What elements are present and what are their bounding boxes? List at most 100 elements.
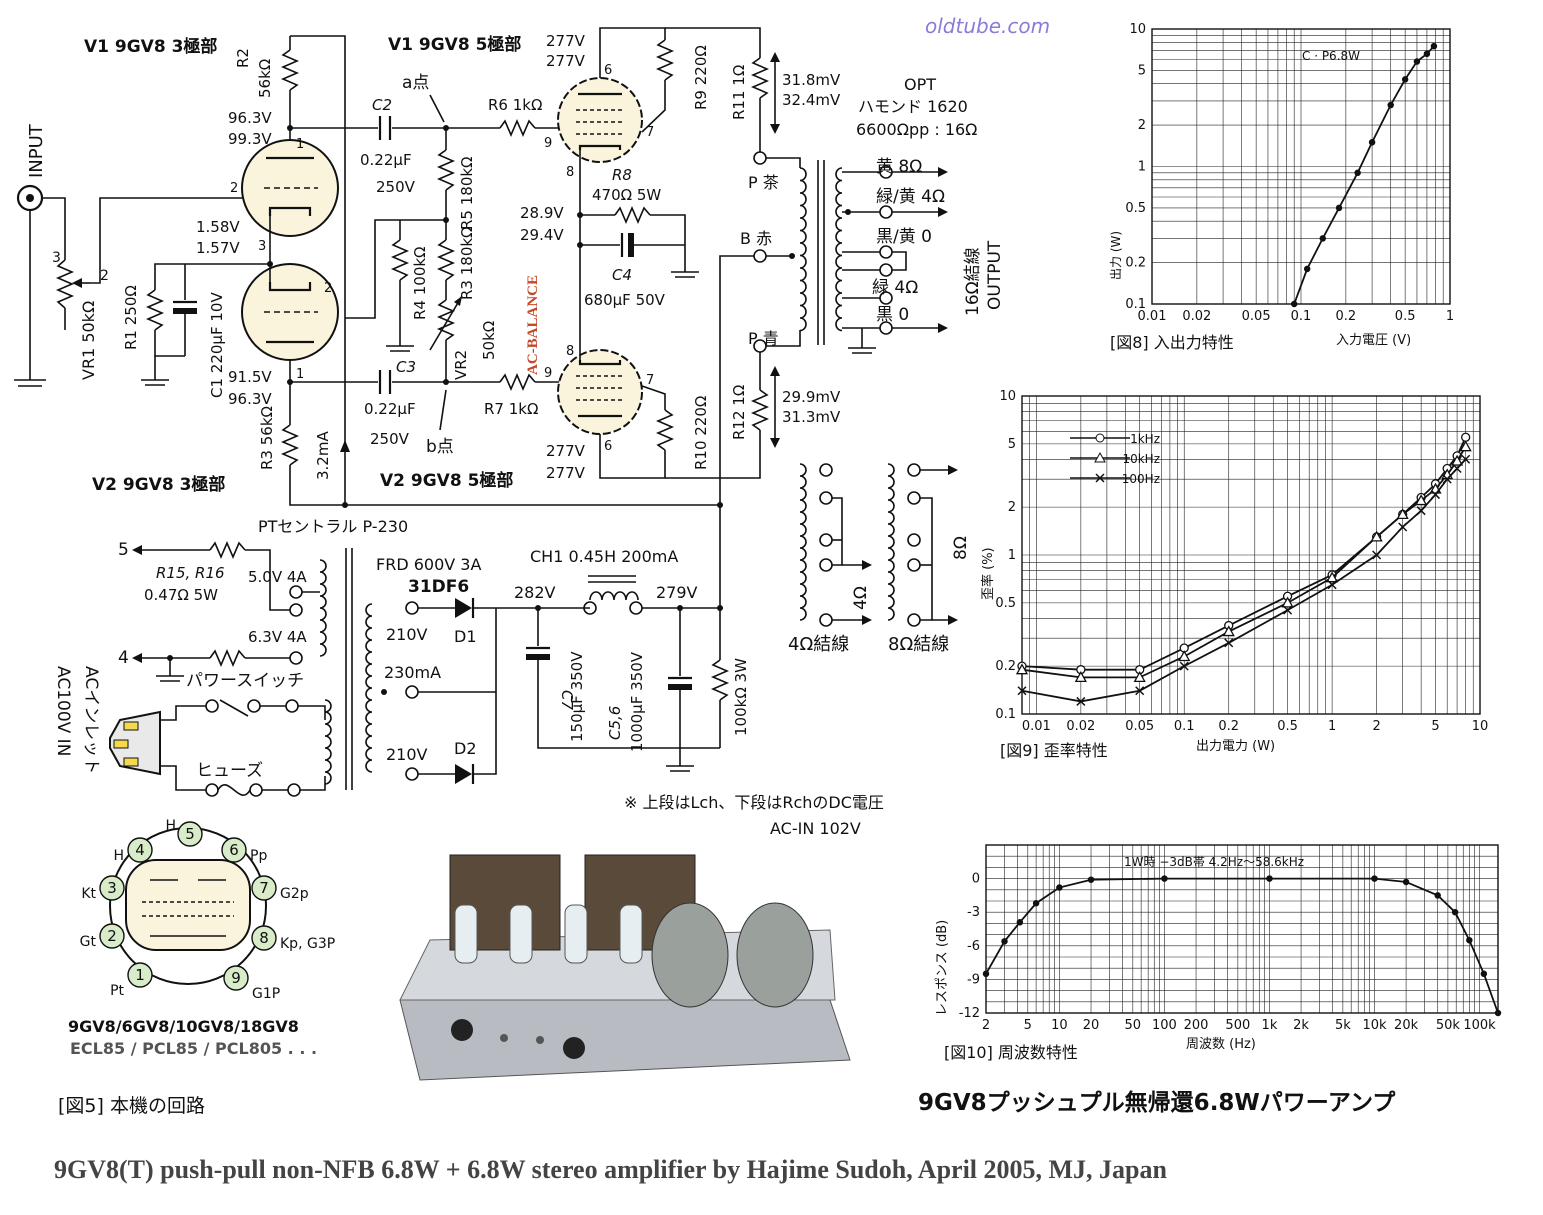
point-2-6 <box>1327 580 1337 590</box>
y-tick-6: 10 <box>999 389 1016 404</box>
v2p-pin9: 9 <box>544 366 552 381</box>
v2-triode-label: V2 9GV8 3極部 <box>92 474 225 495</box>
chart8-caption: [図8] 入出力特性 <box>1110 333 1234 352</box>
v1p-pin6: 6 <box>604 63 612 78</box>
point-1-8 <box>1396 508 1409 520</box>
r11-label: R11 1Ω <box>730 65 748 120</box>
legend-label-0: 1kHz <box>1130 432 1160 446</box>
amp-photo <box>399 854 851 1081</box>
point-0-14 <box>1494 1009 1502 1017</box>
input-label: INPUT <box>26 123 47 178</box>
x-tick-9: 2k <box>1293 1018 1309 1033</box>
point-1-7 <box>1370 530 1383 542</box>
x-tick-2: 0.05 <box>1125 719 1154 734</box>
point-0-9 <box>1402 878 1410 886</box>
c2-label: C2 <box>372 96 392 114</box>
x-tick-1: 5 <box>1024 1018 1032 1033</box>
ohm4-label: 4Ω <box>851 586 871 610</box>
point-1-0 <box>1015 663 1029 675</box>
r12-mv-r: 31.3mV <box>782 408 841 426</box>
r4-label: R4 100kΩ <box>411 246 429 320</box>
chart9-caption: [図9] 歪率特性 <box>1000 741 1108 760</box>
x-tick-11: 10k <box>1362 1018 1387 1033</box>
v1p-pin9: 9 <box>544 136 552 151</box>
r2-label: R2 <box>234 48 252 68</box>
c4-label: C4 <box>612 266 632 284</box>
k-volt-l: 1.58V <box>196 218 240 236</box>
r3b-label: R3 180kΩ <box>458 226 476 300</box>
opt-model: ハモンド 1620 <box>858 97 968 116</box>
c56-value: 1000μF 350V <box>628 651 646 752</box>
x-tick-5: 100 <box>1152 1018 1177 1033</box>
pin-7 <box>251 875 277 901</box>
current-3-2ma: 3.2mA <box>314 431 332 480</box>
v1-pin1: 1 <box>296 137 304 152</box>
sec-210-top: 210V <box>386 625 428 644</box>
opt-impedance: 6600Ωpp : 16Ω <box>856 120 977 139</box>
x-tick-0: 0.01 <box>1022 719 1051 734</box>
r9-label: R9 220Ω <box>692 45 710 110</box>
x-tick-2: 10 <box>1051 1018 1068 1033</box>
point-0-3 <box>1032 899 1040 907</box>
point-1-6 <box>1326 571 1339 583</box>
wiring-8ohm: 8Ω 8Ω結線 <box>887 463 971 655</box>
p-brown: P 茶 <box>748 173 779 192</box>
vr1-pin3: 3 <box>52 250 61 266</box>
x-tick-8: 5 <box>1431 719 1439 734</box>
frd-label: FRD 600V 3A <box>376 555 481 574</box>
v1-pentode-label: V1 9GV8 5極部 <box>388 34 521 55</box>
chart8-ylabel: 出力 (W) <box>1109 231 1123 280</box>
point-2-9 <box>1416 506 1426 516</box>
point-1-4 <box>1222 625 1235 637</box>
point-0-9 <box>1423 50 1431 58</box>
point-0-12 <box>1466 936 1473 944</box>
node-4: 4 <box>118 648 129 668</box>
watermark: oldtube.com <box>925 14 1050 38</box>
point-0-4 <box>1056 884 1063 891</box>
v1-pin3: 3 <box>258 239 266 254</box>
pin-6 <box>221 837 247 863</box>
x-tick-0: 2 <box>982 1018 990 1033</box>
r12-label: R12 1Ω <box>730 385 748 440</box>
y-tick-4: 2 <box>1008 500 1016 515</box>
legend-marker-2 <box>1095 473 1105 483</box>
point-0-6 <box>1387 101 1394 109</box>
r3-label: R3 56kΩ <box>258 406 276 470</box>
pin-label-5: H <box>165 818 176 834</box>
r1-label: R1 250Ω <box>122 285 140 350</box>
v282: 282V <box>514 583 556 602</box>
vr2-value: 50kΩ <box>480 321 498 360</box>
y-tick-2: -6 <box>967 939 980 954</box>
y-tick-6: 10 <box>1129 22 1146 37</box>
point-b: b点 <box>426 437 454 457</box>
wiring-4ohm: 4Ω 4Ω結線 <box>788 463 872 655</box>
c7-label: C7 <box>558 690 576 710</box>
point-0-4 <box>1354 169 1361 177</box>
c2-value1: 0.22μF <box>360 151 412 169</box>
v2-plate-volt-r: 96.3V <box>228 390 272 408</box>
c3-value2: 250V <box>370 430 410 448</box>
r6-label: R6 1kΩ <box>488 96 542 114</box>
point-0-2 <box>1016 919 1024 926</box>
y-tick-0: 0.1 <box>995 707 1016 722</box>
k-volt-r: 1.57V <box>196 239 240 257</box>
pin-number-4: 4 <box>135 841 145 859</box>
point-0-6 <box>1161 875 1168 882</box>
tap-black-yellow: 黒/黄 0 <box>876 227 932 247</box>
pin-number-7: 7 <box>259 879 269 897</box>
pinout-title: 9GV8/6GV8/10GV8/18GV8 <box>68 1017 299 1036</box>
y-tick-0: 0.1 <box>1125 297 1146 312</box>
v2-pin1: 1 <box>296 367 304 382</box>
point-0-8 <box>1371 875 1378 882</box>
pin-number-6: 6 <box>229 841 239 859</box>
point-2-11 <box>1442 474 1452 484</box>
chart9-xlabel: 出力電力 (W) <box>1196 739 1275 754</box>
x-tick-4: 50 <box>1125 1018 1142 1033</box>
tap-yellow: 黄 8Ω <box>876 157 922 177</box>
y-tick-2: 0.5 <box>1125 201 1146 216</box>
v1-plate-volt-l: 96.3V <box>228 109 272 127</box>
d1-label: D1 <box>454 627 477 646</box>
v1p-pin8: 8 <box>566 165 574 180</box>
pin-number-5: 5 <box>185 825 195 843</box>
